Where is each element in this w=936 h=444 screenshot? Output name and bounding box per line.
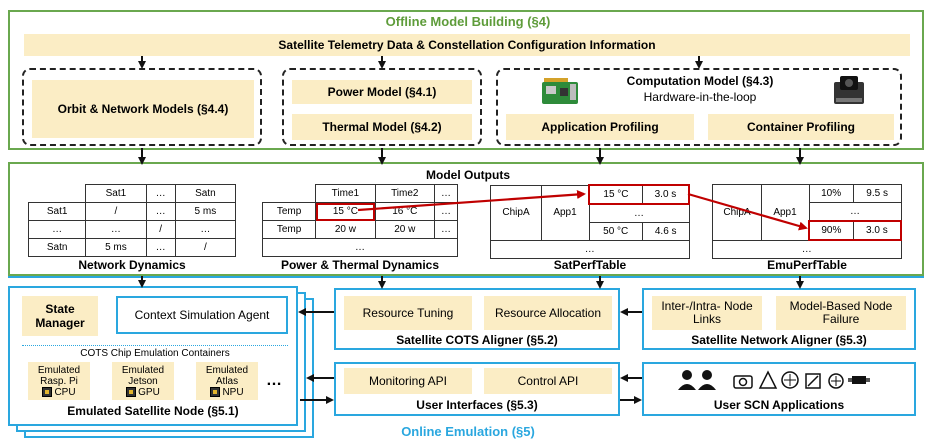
satellite-node-caption: Emulated Satellite Node (§5.1) [67, 404, 239, 418]
chip-unit: GPU [138, 386, 160, 398]
telemetry-box: Satellite Telemetry Data & Constellation… [24, 34, 910, 56]
context-simulation-agent: Context Simulation Agent [116, 296, 288, 334]
context-agent-label: Context Simulation Agent [134, 308, 270, 322]
users-icon [678, 370, 716, 390]
cots-aligner-caption: Satellite COTS Aligner (§5.2) [396, 333, 558, 347]
power-thermal-table: Time1 Time2 … Temp 15 °C 16 °C … Temp 20… [261, 184, 459, 257]
cell: … [145, 238, 176, 257]
chip-unit: NPU [222, 386, 244, 398]
satperf-caption: SatPerfTable [553, 258, 627, 272]
offline-title: Offline Model Building (§4) [385, 14, 551, 29]
cell: … [262, 238, 458, 257]
cell: / [145, 220, 176, 239]
cell: … [174, 220, 237, 239]
power-thermal-caption: Power & Thermal Dynamics [280, 258, 440, 272]
chip-line1: Emulated [37, 364, 81, 376]
chip-container-atlas: Emulated Atlas NPU [196, 362, 258, 400]
cell: … [490, 240, 690, 259]
chip-cell: ChipA [490, 184, 542, 241]
raspberry-pi-icon [542, 78, 578, 104]
highlight-cell: 90% [807, 220, 854, 241]
computation-group [496, 68, 902, 146]
online-emulation-title: Online Emulation (§5) [401, 424, 535, 439]
cell: 20 w [374, 220, 435, 239]
computation-model-title: Computation Model (§4.3) [626, 74, 774, 88]
thermal-model: Thermal Model (§4.2) [292, 114, 472, 140]
computation-model-subtitle: Hardware-in-the-loop [643, 90, 757, 104]
cots-containers-label: COTS Chip Emulation Containers [80, 348, 230, 359]
online-emulation-frame [8, 276, 924, 278]
highlight-cell: 15 °C [587, 184, 643, 205]
emuperf-caption: EmuPerfTable [767, 258, 847, 272]
highlight-cell: 3.0 s [852, 220, 902, 241]
network-dynamics-table: Sat1 … Satn Sat1 / … 5 ms … … / … Satn 5… [27, 184, 237, 257]
monitoring-api: Monitoring API [344, 368, 472, 394]
cpu-chip-icon [42, 386, 53, 397]
orbit-network-models: Orbit & Network Models (§4.4) [32, 80, 254, 138]
gpu-chip-icon [126, 386, 137, 397]
applications-icons [733, 370, 870, 389]
satperf-table: ChipA App1 15 °C 3.0 s … 50 °C 4.6 s … [490, 184, 690, 259]
npu-chip-icon [210, 386, 221, 397]
app-cell: App1 [761, 184, 810, 241]
cots-divider [22, 345, 288, 346]
red-mapping-arrow [357, 190, 586, 212]
network-aligner-caption: Satellite Network Aligner (§5.3) [691, 333, 867, 347]
chip-line2: Jetson [128, 375, 158, 387]
cell: … [145, 184, 176, 203]
model-outputs-title: Model Outputs [426, 168, 510, 182]
container-profiling: Container Profiling [708, 114, 894, 140]
cell: / [174, 238, 237, 257]
chip-line1: Emulated [121, 364, 165, 376]
chip-line2: Rasp. Pi [40, 375, 78, 387]
emuperf-table: ChipA App1 10% 9.5 s … 90% 3.0 s … [712, 184, 902, 259]
model-based-node-failure: Model-Based Node Failure [776, 296, 906, 330]
cell: 5 ms [85, 238, 147, 257]
state-manager: State Manager [22, 296, 98, 336]
more-chips-ellipsis: … [266, 372, 282, 389]
chip-line1: Emulated [205, 364, 249, 376]
user-applications-caption: User SCN Applications [713, 398, 845, 412]
cell: Satn [27, 238, 87, 257]
orbit-network-group [22, 68, 262, 146]
user-interfaces-caption: User Interfaces (§5.3) [416, 398, 538, 412]
model-outputs-frame [8, 162, 924, 276]
chip-cell: ChipA [712, 184, 762, 241]
resource-allocation: Resource Allocation [484, 296, 612, 330]
jetson-board-icon [834, 76, 864, 104]
chip-container-jetson: Emulated Jetson GPU [112, 362, 174, 400]
cell: 9.5 s [852, 184, 902, 203]
power-thermal-group [282, 68, 482, 146]
cell: Sat1 [27, 202, 87, 221]
cell: … [712, 239, 902, 259]
application-profiling: Application Profiling [506, 114, 694, 140]
chip-unit: CPU [54, 386, 76, 398]
chip-line2: Atlas [215, 375, 239, 387]
cell: 10% [808, 184, 854, 203]
power-model: Power Model (§4.1) [292, 80, 472, 104]
control-api: Control API [484, 368, 612, 394]
red-mapping-arrow [687, 192, 808, 231]
offline-model-building-frame [8, 10, 924, 150]
network-dynamics-caption: Network Dynamics [78, 258, 186, 272]
chip-container-rpi: Emulated Rasp. Pi CPU [28, 362, 90, 400]
resource-tuning: Resource Tuning [344, 296, 472, 330]
inter-intra-links: Inter-/Intra- Node Links [652, 296, 762, 330]
